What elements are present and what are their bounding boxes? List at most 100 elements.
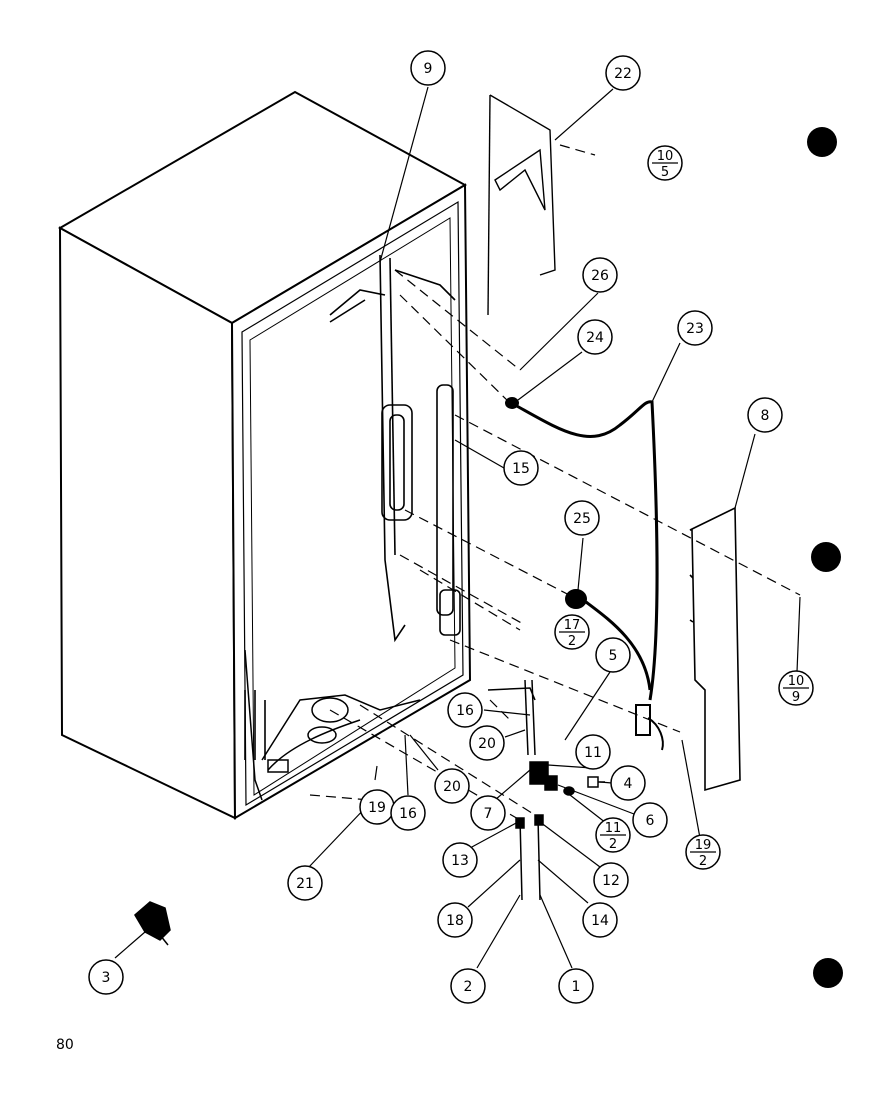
callout-20: 20 (469, 725, 505, 761)
callout-22: 22 (605, 55, 641, 91)
registration-dot-top (807, 127, 837, 157)
callout-circle (593, 862, 629, 898)
fraction-numerator: 17 (564, 618, 581, 633)
callout-label: 3 (102, 970, 111, 986)
callout-circle (595, 637, 631, 673)
panel-8 (689, 506, 741, 792)
callout-label: 25 (573, 511, 591, 527)
callout-label: 20 (443, 779, 461, 795)
callout-19: 19 (359, 789, 395, 825)
callout-2: 2 (450, 968, 486, 1004)
fraction-denominator: 2 (568, 634, 576, 649)
callout-23: 23 (677, 310, 713, 346)
valve-part-3 (134, 901, 171, 946)
callout-11: 11 (575, 734, 611, 770)
callout-circle (447, 692, 483, 728)
callout-circle (582, 257, 618, 293)
callout-label: 4 (624, 776, 633, 792)
callout-label: 23 (686, 321, 704, 337)
page-number: 80 (56, 1037, 74, 1053)
callout-label: 12 (602, 873, 620, 889)
callout-18: 18 (437, 902, 473, 938)
callout-25: 25 (564, 500, 600, 536)
callout-circle (442, 842, 478, 878)
callout-circle (605, 55, 641, 91)
callout-13: 13 (442, 842, 478, 878)
connector-25 (565, 589, 664, 751)
callout-label: 18 (446, 913, 464, 929)
callout-14: 14 (582, 902, 618, 938)
callout-label: 11 (584, 745, 602, 761)
fraction-denominator: 9 (792, 690, 800, 705)
callout-circle (503, 450, 539, 486)
callout-circle (437, 902, 473, 938)
callout-circle (575, 734, 611, 770)
fraction-callout-17-2: 172 (554, 614, 590, 650)
callout-label: 14 (591, 913, 609, 929)
callout-16: 16 (390, 795, 426, 831)
callout-label: 24 (586, 330, 604, 346)
fraction-denominator: 2 (609, 837, 617, 852)
fraction-denominator: 2 (699, 854, 707, 869)
callout-circle (470, 795, 506, 831)
fraction-callout-10-5: 105 (647, 145, 683, 181)
fraction-numerator: 10 (657, 149, 674, 164)
callout-6: 6 (632, 802, 668, 838)
callout-12: 12 (593, 862, 629, 898)
callout-circle (632, 802, 668, 838)
callout-circle (677, 310, 713, 346)
callout-24: 24 (577, 319, 613, 355)
callout-label: 19 (368, 800, 386, 816)
registration-dot-bottom (813, 958, 843, 988)
callout-label: 7 (484, 806, 493, 822)
fraction-callout-11-2: 112 (595, 817, 631, 853)
callout-label: 16 (456, 703, 474, 719)
callout-label: 13 (451, 853, 469, 869)
callout-circle (410, 50, 446, 86)
callout-7: 7 (470, 795, 506, 831)
fraction-numerator: 10 (788, 674, 805, 689)
callout-label: 5 (609, 648, 618, 664)
callout-circle (390, 795, 426, 831)
callout-circle (450, 968, 486, 1004)
fraction-callout-10-9: 109 (778, 670, 814, 706)
registration-dot-middle (811, 542, 841, 572)
callout-8: 8 (747, 397, 783, 433)
callout-circle (287, 865, 323, 901)
callout-circle (558, 968, 594, 1004)
fraction-numerator: 11 (605, 821, 622, 836)
cord-clamp-24 (505, 397, 519, 409)
callout-circle (577, 319, 613, 355)
callout-label: 1 (572, 979, 581, 995)
callout-1: 1 (558, 968, 594, 1004)
fraction-denominator: 5 (661, 165, 669, 180)
compressor-area (244, 649, 421, 801)
valve-assembly (487, 679, 605, 901)
callout-circle (88, 959, 124, 995)
callout-label: 6 (646, 813, 655, 829)
callout-4: 4 (610, 765, 646, 801)
callout-21: 21 (287, 865, 323, 901)
fraction-numerator: 19 (695, 838, 712, 853)
callout-label: 8 (761, 408, 770, 424)
callout-label: 21 (296, 876, 314, 892)
fraction-callout-19-2: 192 (685, 834, 721, 870)
callout-circle (564, 500, 600, 536)
callout-circle (434, 768, 470, 804)
callout-20: 20 (434, 768, 470, 804)
callout-label: 15 (512, 461, 530, 477)
callout-5: 5 (595, 637, 631, 673)
callout-label: 9 (424, 61, 433, 77)
callout-circle (469, 725, 505, 761)
callout-label: 22 (614, 66, 632, 82)
refrigerator-cabinet (57, 90, 472, 820)
callout-label: 2 (464, 979, 473, 995)
callout-label: 26 (591, 268, 609, 284)
callout-9: 9 (410, 50, 446, 86)
callout-circle (582, 902, 618, 938)
callout-label: 20 (478, 736, 496, 752)
callout-15: 15 (503, 450, 539, 486)
